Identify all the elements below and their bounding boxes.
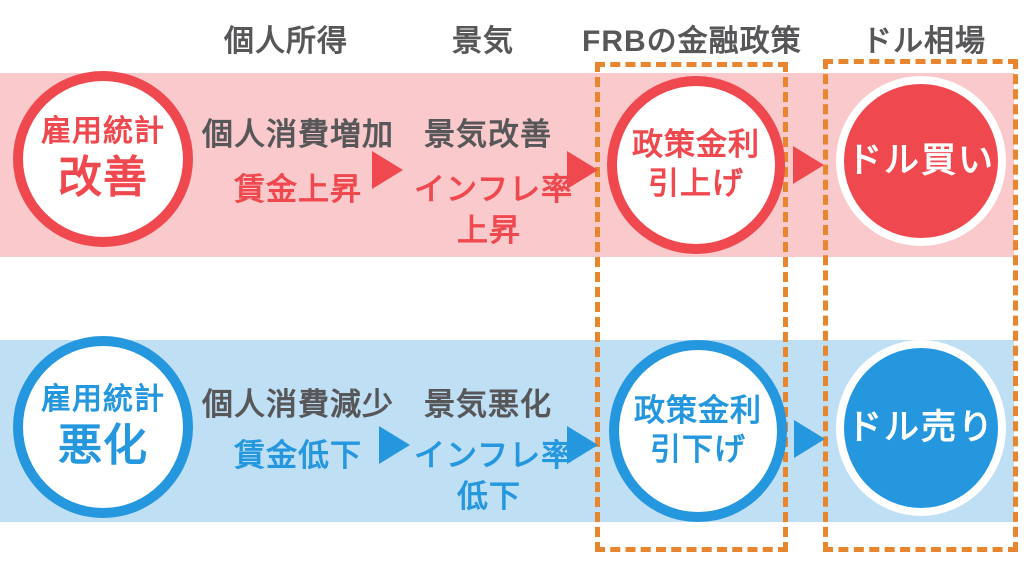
column-header-economy: 景気 [452,25,514,58]
inflation-fall-text-line2: 低下 [457,479,521,514]
arrow-icon [793,146,824,184]
inflation-rise-text-line2: 上昇 [457,213,521,248]
employment-worsen-line1: 雇用統計 [41,382,165,416]
column-header-dollar-market: ドル相場 [862,25,986,58]
column-header-frb-policy: FRBの金融政策 [582,25,802,58]
arrow-icon [379,426,410,464]
policy-rate-hike-line1: 政策金利 [632,127,760,163]
inflation-fall-text-line1: インフレ率 [414,438,574,473]
arrow-icon [794,420,825,458]
policy-rate-cut-line1: 政策金利 [634,393,762,429]
wage-fall-text: 賃金低下 [234,438,362,473]
dollar-market-dashed-box [823,59,1018,552]
dollar-buy-circle: ドル買い [836,76,1006,246]
economy-worsen-text: 景気悪化 [424,387,552,422]
arrow-icon [567,151,598,189]
dollar-sell-circle: ドル売り [836,340,1006,516]
arrow-icon [567,426,598,464]
frb-policy-dashed-box [595,62,788,552]
inflation-rise-text-line1: インフレ率 [414,172,574,207]
policy-rate-cut-line2: 引下げ [650,432,746,467]
economy-improve-text: 景気改善 [424,117,552,152]
employment-worsen-circle: 雇用統計 悪化 [13,336,193,518]
employment-improve-circle: 雇用統計 改善 [13,71,193,247]
consumption-decrease-text: 個人消費減少 [202,387,394,422]
employment-worsen-line2: 悪化 [58,421,148,471]
dollar-buy-label: ドル買い [846,141,995,181]
column-header-personal-income: 個人所得 [224,25,348,58]
consumption-increase-text: 個人消費増加 [202,117,394,152]
arrow-icon [372,151,403,189]
policy-rate-hike-circle: 政策金利 引上げ [607,76,785,254]
employment-improve-line1: 雇用統計 [41,114,165,148]
dollar-sell-label: ドル売り [846,408,995,448]
employment-improve-line2: 改善 [58,153,148,203]
policy-rate-cut-circle: 政策金利 引下げ [609,340,787,522]
wage-rise-text: 賃金上昇 [234,172,362,207]
policy-rate-hike-line2: 引上げ [648,166,744,201]
